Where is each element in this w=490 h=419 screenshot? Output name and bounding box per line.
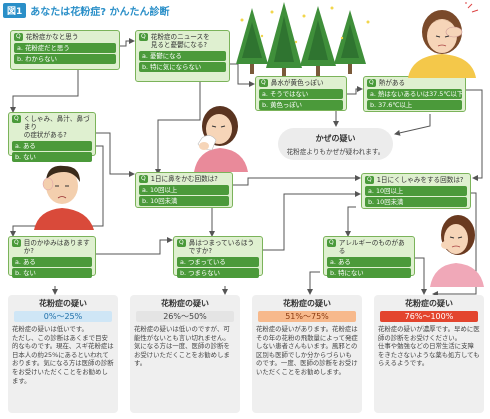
question-mark-badge: Q — [139, 175, 148, 183]
connector-allergy-a — [414, 257, 427, 295]
connector-fever-b — [394, 114, 431, 136]
option-b[interactable]: b. 特にない — [327, 268, 411, 278]
question-text: 花粉症かなと思う — [25, 33, 79, 41]
option-a[interactable]: a. つまっている — [177, 257, 259, 267]
result-body: 花粉症の疑いは低いです。 ただし、この診断はあくまで目安的なものです。現在、スギ… — [12, 325, 114, 385]
result-title: 花粉症の疑い — [405, 299, 453, 308]
result-76-100: 花粉症の疑い 76%〜100% 花粉症の疑いが濃厚です。早めに医師の診断をお受け… — [374, 295, 484, 413]
question-mark-badge: Q — [367, 79, 376, 87]
question-text: 鼻はつまっているほうですか? — [188, 239, 255, 255]
question-text: 1日にくしゃみをする回数は? — [376, 176, 464, 184]
connector-allergy-b — [307, 271, 320, 295]
result-range: 51%〜75% — [258, 311, 356, 322]
option-a[interactable]: a. 10回以上 — [365, 186, 467, 196]
result-body: 花粉症の疑いがあります。花粉症はその年の花粉の飛散量によって発症しない患者さんも… — [256, 325, 358, 376]
cold-result-body: 花粉症よりもかぜが疑われます。 — [286, 148, 385, 156]
woman-with-headache-illustration — [408, 2, 479, 78]
connector-news-b — [155, 76, 201, 175]
connector-fever-a — [464, 89, 483, 181]
connector-sneezecount-b — [345, 206, 356, 237]
connector-sneezecount-a — [432, 192, 477, 297]
option-a[interactable]: a. 憂鬱になる — [139, 51, 226, 61]
result-range: 26%〜50% — [136, 311, 234, 322]
question-mark-badge: Q — [259, 79, 268, 87]
question-mark-badge: Q — [139, 33, 148, 41]
option-b[interactable]: b. わからない — [14, 54, 116, 64]
option-b[interactable]: b. 37.6℃以上 — [367, 100, 462, 110]
option-b[interactable]: b. ない — [12, 268, 92, 278]
question-text: 1日に鼻をかむ回数は? — [150, 175, 218, 183]
figure-title: あなたは花粉症? かんたん診断 — [30, 7, 170, 18]
cedar-trees-illustration — [236, 2, 370, 76]
result-range: 0%〜25% — [14, 311, 112, 322]
option-a[interactable]: a. ある — [12, 141, 92, 151]
woman-feeling-unwell-illustration — [430, 215, 484, 287]
connector-start-a — [119, 38, 135, 47]
result-title: 花粉症の疑い — [161, 299, 209, 308]
man-sneezing-illustration — [34, 165, 94, 230]
question-mark-badge: Q — [12, 239, 21, 247]
option-b[interactable]: b. 10回未満 — [365, 197, 467, 207]
question-mark-badge: Q — [14, 33, 23, 41]
question-mark-badge: Q — [327, 239, 336, 247]
connector-sneeze-a — [95, 132, 135, 177]
option-b[interactable]: b. ない — [12, 152, 92, 162]
connector-nosecount-a — [232, 175, 361, 186]
result-body: 花粉症の疑いが濃厚です。早めに医師の診断をお受けください。 仕事や勉強などの日常… — [378, 325, 480, 368]
connector-news-a — [228, 63, 255, 87]
question-text: 鼻水が黄色っぽい — [270, 79, 324, 87]
question-mark-badge: Q — [365, 176, 374, 184]
figure-badge: 図1 — [3, 3, 27, 18]
connector-stuffy-a — [262, 191, 361, 251]
question-mark-badge: Q — [177, 239, 186, 247]
option-a[interactable]: a. 花粉症だと思う — [14, 43, 116, 53]
connector-start-b — [10, 66, 79, 113]
question-text: くしゃみ、鼻汁、鼻づまり の症状がある? — [23, 115, 90, 139]
question-text: 花粉症のニュースを 見ると憂鬱になる? — [150, 33, 210, 49]
option-b[interactable]: b. 黄色っぽい — [259, 100, 343, 110]
option-b[interactable]: b. つまらない — [177, 268, 259, 278]
connector-eyes-a — [95, 237, 173, 255]
question-text: 熱がある — [378, 79, 406, 87]
cold-result-title: かぜの疑い — [315, 134, 356, 143]
connector-sneeze-b — [10, 145, 104, 237]
result-title: 花粉症の疑い — [283, 299, 331, 308]
question-text: 目のかゆみはありますか? — [23, 239, 90, 255]
result-range: 76%〜100% — [380, 311, 478, 322]
option-a[interactable]: a. 熱はないあるいは37.5℃以下 — [367, 89, 462, 99]
option-a[interactable]: a. 10回以上 — [139, 185, 229, 195]
question-mark-badge: Q — [12, 115, 21, 123]
figure-title-bar: 図1 あなたは花粉症? かんたん診断 — [3, 3, 170, 18]
question-text: アレルギーのものがある — [338, 239, 405, 255]
option-a[interactable]: a. ある — [12, 257, 92, 267]
cold-suspicion-result: かぜの疑い 花粉症よりもかぜが疑われます。 — [278, 128, 393, 160]
connector-nose-a — [346, 86, 363, 95]
woman-blowing-nose-illustration — [194, 106, 248, 172]
result-51-75: 花粉症の疑い 51%〜75% 花粉症の疑いがあります。花粉症はその年の花粉の飛散… — [252, 295, 362, 413]
result-title: 花粉症の疑い — [39, 299, 87, 308]
result-26-50: 花粉症の疑い 26%〜50% 花粉症の疑いは低いのですが、可能性がないとも言い切… — [130, 295, 240, 413]
option-b[interactable]: b. 特に気にならない — [139, 62, 226, 72]
option-a[interactable]: a. そうではない — [259, 89, 343, 99]
result-0-25: 花粉症の疑い 0%〜25% 花粉症の疑いは低いです。 ただし、この診断はあくまで… — [8, 295, 118, 413]
option-b[interactable]: b. 10回未満 — [139, 196, 229, 206]
option-a[interactable]: a. ある — [327, 257, 411, 267]
result-body: 花粉症の疑いは低いのですが、可能性がないとも言い切れません。 気になる方は一度、… — [134, 325, 230, 368]
